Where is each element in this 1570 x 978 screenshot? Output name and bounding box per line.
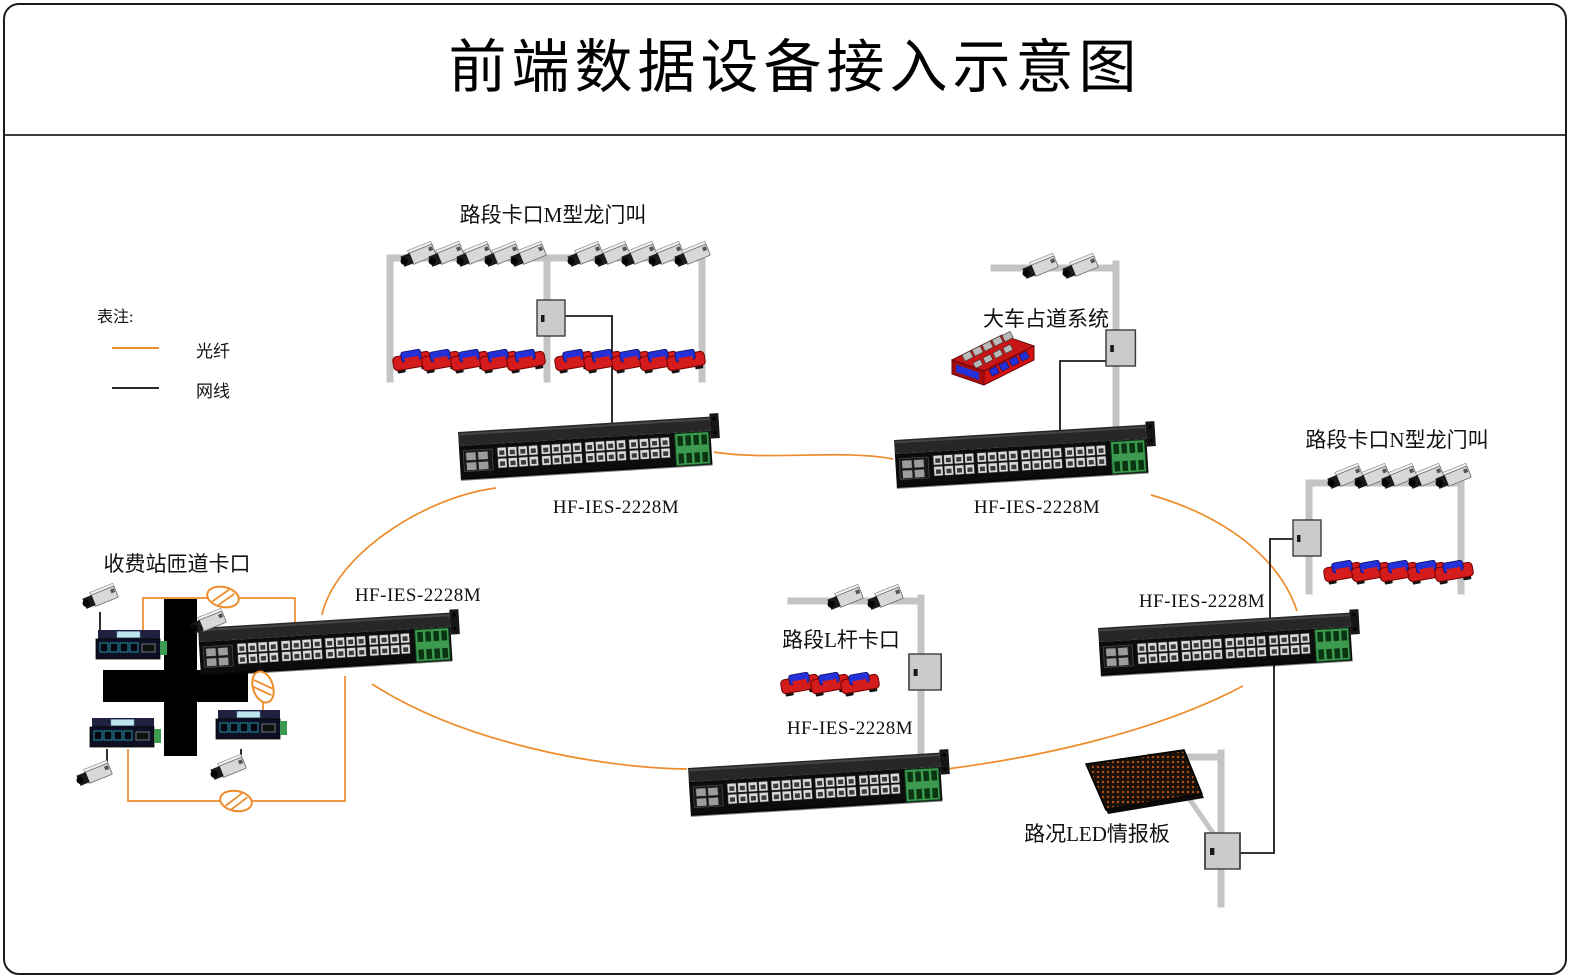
fiber-label: 光纤 — [196, 342, 230, 361]
ethernet-switch — [197, 608, 463, 678]
ethernet-switch — [893, 420, 1159, 490]
cable-label: 网线 — [196, 382, 230, 401]
fiber-splice-icon — [217, 787, 255, 815]
access-switch — [95, 629, 168, 660]
truck-icon — [951, 330, 1035, 386]
cable-line-sample — [112, 387, 159, 389]
access-switch — [89, 717, 162, 748]
camera-icon — [73, 759, 113, 789]
network-cables — [99, 315, 1293, 854]
fiber-ring-right-bottom — [946, 685, 1244, 770]
fiber-splice-icon — [204, 582, 242, 612]
cable-led-board — [1240, 664, 1275, 854]
label-l-pole: 路段L杆卡口 — [782, 628, 900, 652]
camera-icon — [207, 753, 247, 783]
toll-road-cross — [103, 599, 248, 756]
label-gantry-n: 路段卡口N型龙门叫 — [1305, 428, 1489, 452]
cable-gantry-m — [561, 315, 613, 425]
switch-model-right: HF-IES-2228M — [1138, 591, 1266, 612]
legend-caption: 表注: — [97, 309, 134, 326]
junction-box — [908, 653, 943, 691]
fiber-ring-bottom-left — [371, 683, 688, 770]
fiber-ring-topleft-topright — [713, 451, 894, 460]
switch-model-left: HF-IES-2228M — [354, 585, 482, 606]
led-panel — [1085, 749, 1205, 815]
switch-model-bottom: HF-IES-2228M — [786, 718, 914, 739]
label-truck-lane: 大车占道系统 — [983, 307, 1109, 331]
ethernet-switch — [1097, 608, 1363, 678]
fiber-line-sample — [112, 347, 159, 349]
cable-truck-lane — [1059, 360, 1106, 431]
label-gantry-m: 路段卡口M型龙门叫 — [459, 203, 647, 227]
diagram-title: 前端数据设备接入示意图 — [448, 35, 1142, 100]
fiber-ring-left-topleft — [321, 487, 497, 616]
junction-box — [536, 299, 566, 337]
camera-icon — [79, 582, 119, 612]
ethernet-switch — [457, 412, 723, 482]
junction-box — [1105, 329, 1137, 367]
junction-box — [1292, 519, 1322, 557]
access-switch — [215, 709, 288, 740]
title-divider — [5, 134, 1565, 136]
fiber-splice-icon — [247, 667, 279, 707]
junction-box — [1204, 832, 1241, 870]
fiber-ring-topright-right — [1150, 494, 1298, 612]
cable-gantry-n — [1269, 538, 1293, 621]
switch-model-topleft: HF-IES-2228M — [552, 497, 680, 518]
pole-structures — [386, 254, 1465, 908]
switch-model-topright: HF-IES-2228M — [973, 497, 1101, 518]
label-led-board: 路况LED情报板 — [1024, 822, 1170, 846]
ethernet-switch — [687, 748, 953, 818]
devices-layer — [73, 240, 1475, 870]
label-toll-ramp: 收费站匝道卡口 — [103, 552, 251, 576]
